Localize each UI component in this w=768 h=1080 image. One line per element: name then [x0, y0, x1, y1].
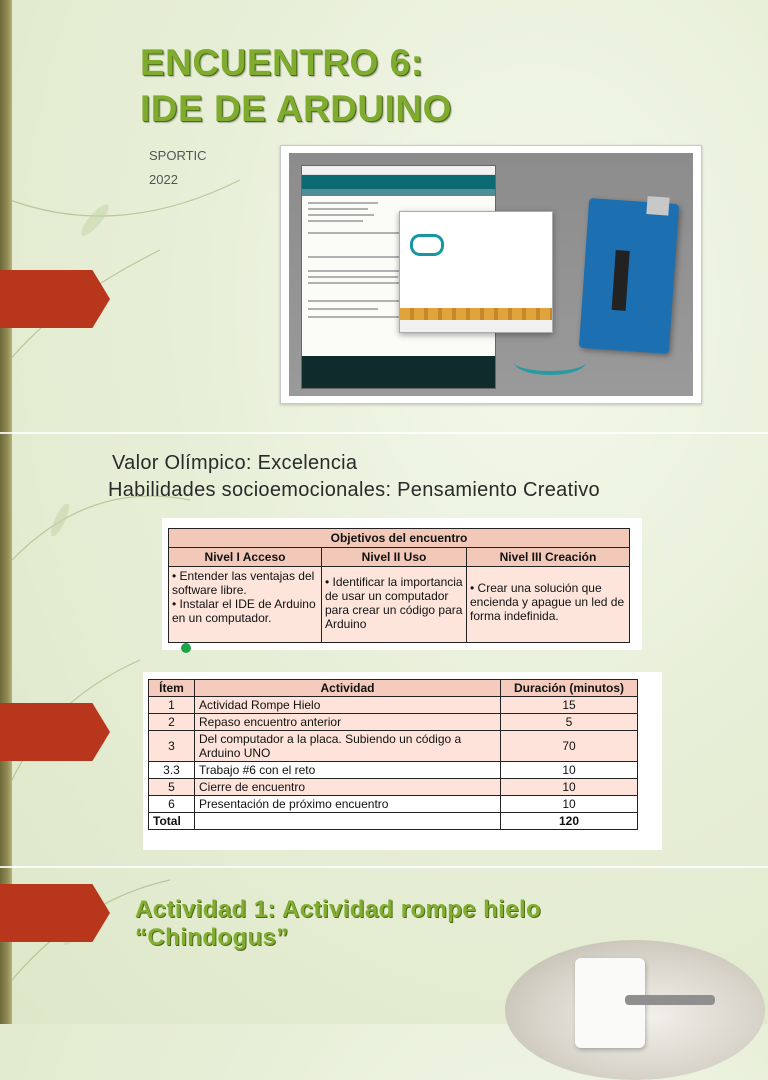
section-arrow-2: [0, 703, 110, 761]
row-duration: 10: [500, 761, 638, 779]
row-item: 5: [148, 778, 195, 796]
activity1-title: Actividad 1: Actividad rompe hielo: [135, 896, 542, 923]
objectives-level3-cell: • Crear una solución que encienda y apag…: [466, 566, 630, 643]
slide-divider-1: [0, 432, 768, 434]
activity1-heading: Actividad 1: Actividad rompe hielo “Chin…: [135, 896, 541, 952]
status-dot: [181, 643, 191, 653]
table-row: 1 Actividad Rompe Hielo 15: [148, 696, 638, 714]
olympic-value-heading: Valor Olímpico: Excelencia: [112, 452, 358, 474]
objectives-header-2: Nivel II Uso: [321, 547, 467, 567]
row-duration: 10: [500, 778, 638, 796]
chindogu-photo: [505, 940, 765, 1080]
objectives-level1-cell: • Entender las ventajas del software lib…: [168, 566, 322, 643]
objectives-title: Objetivos del encuentro: [168, 528, 630, 548]
title-line-2: IDE DE ARDUINO: [140, 88, 452, 129]
activities-table: Ítem Actividad Duración (minutos) 1 Acti…: [148, 679, 638, 830]
table-row: 3 Del computador a la placa. Subiendo un…: [148, 730, 638, 762]
table-row: 5 Cierre de encuentro 10: [148, 778, 638, 796]
table-row: 2 Repaso encuentro anterior 5: [148, 713, 638, 731]
slide-divider-2: [0, 866, 768, 868]
section-arrow-1: [0, 270, 110, 328]
objectives-table-panel: Objetivos del encuentro Nivel I Acceso N…: [162, 518, 642, 650]
objective-item: • Instalar el IDE de Arduino en un compu…: [172, 597, 316, 625]
total-spacer: [194, 812, 501, 830]
row-item: 3: [148, 730, 195, 762]
objectives-header-1: Nivel I Acceso: [168, 547, 322, 567]
arduino-ide-image: [280, 145, 702, 404]
arrow-swoosh: [514, 349, 586, 375]
year-label: 2022: [149, 172, 178, 187]
row-activity: Actividad Rompe Hielo: [194, 696, 501, 714]
slide-title: ENCUENTRO 6: IDE DE ARDUINO: [140, 40, 452, 132]
row-activity: Presentación de próximo encuentro: [194, 795, 501, 813]
row-duration: 15: [500, 696, 638, 714]
arduino-board-illustration: [578, 196, 680, 354]
arduino-splash-illustration: [399, 211, 553, 333]
row-activity: Cierre de encuentro: [194, 778, 501, 796]
row-item: 3.3: [148, 761, 195, 779]
objectives-header-3: Nivel III Creación: [466, 547, 630, 567]
objective-item: • Entender las ventajas del software lib…: [172, 569, 315, 597]
row-activity: Repaso encuentro anterior: [194, 713, 501, 731]
title-line-1: ENCUENTRO 6:: [140, 42, 424, 83]
activity1-subtitle: “Chindogus”: [135, 924, 289, 951]
total-row: Total 120: [148, 812, 638, 830]
activities-header-activity: Actividad: [194, 679, 501, 697]
section-arrow-3: [0, 884, 110, 942]
row-item: 1: [148, 696, 195, 714]
row-duration: 5: [500, 713, 638, 731]
socioemotional-skills-heading: Habilidades socioemocionales: Pensamient…: [108, 479, 600, 501]
row-duration: 10: [500, 795, 638, 813]
left-decor-bar: [0, 0, 12, 1024]
total-label: Total: [148, 812, 195, 830]
activities-table-panel: Ítem Actividad Duración (minutos) 1 Acti…: [143, 672, 662, 850]
activities-header-duration: Duración (minutos): [500, 679, 638, 697]
org-label: SPORTIC: [149, 148, 207, 163]
row-item: 6: [148, 795, 195, 813]
row-duration: 70: [500, 730, 638, 762]
total-value: 120: [500, 812, 638, 830]
row-item: 2: [148, 713, 195, 731]
table-row: 3.3 Trabajo #6 con el reto 10: [148, 761, 638, 779]
table-row: 6 Presentación de próximo encuentro 10: [148, 795, 638, 813]
activities-header-item: Ítem: [148, 679, 195, 697]
objectives-table: Objetivos del encuentro Nivel I Acceso N…: [168, 528, 630, 643]
objectives-level2-cell: • Identificar la importancia de usar un …: [321, 566, 467, 643]
row-activity: Del computador a la placa. Subiendo un c…: [194, 730, 501, 762]
row-activity: Trabajo #6 con el reto: [194, 761, 501, 779]
